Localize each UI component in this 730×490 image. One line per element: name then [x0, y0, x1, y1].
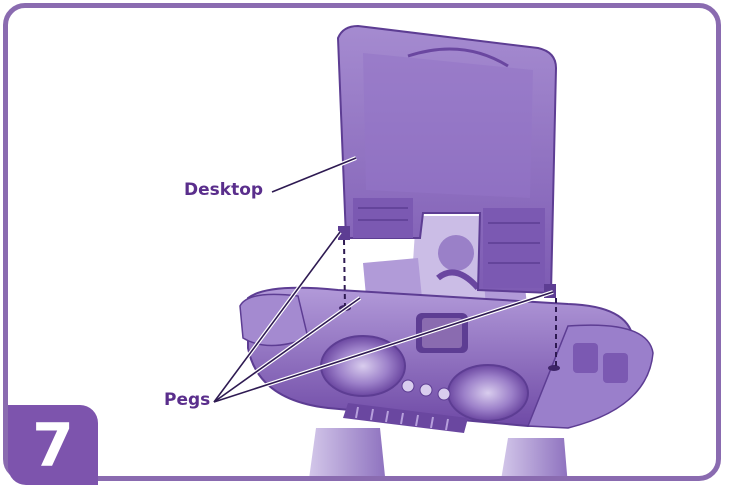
illustration-frame: Desktop Pegs [3, 3, 721, 481]
step-number: 7 [32, 411, 74, 481]
desktop-label: Desktop [184, 180, 264, 200]
desktop-lid [336, 24, 558, 298]
assembly-illustration [212, 24, 654, 476]
pegs-label: Pegs [164, 390, 211, 410]
stand-legs [309, 428, 568, 476]
step-badge: 7 [8, 405, 98, 485]
console-tray [239, 286, 654, 433]
callout-lines-outline [213, 157, 554, 403]
peg-alignment-lines [343, 239, 557, 368]
